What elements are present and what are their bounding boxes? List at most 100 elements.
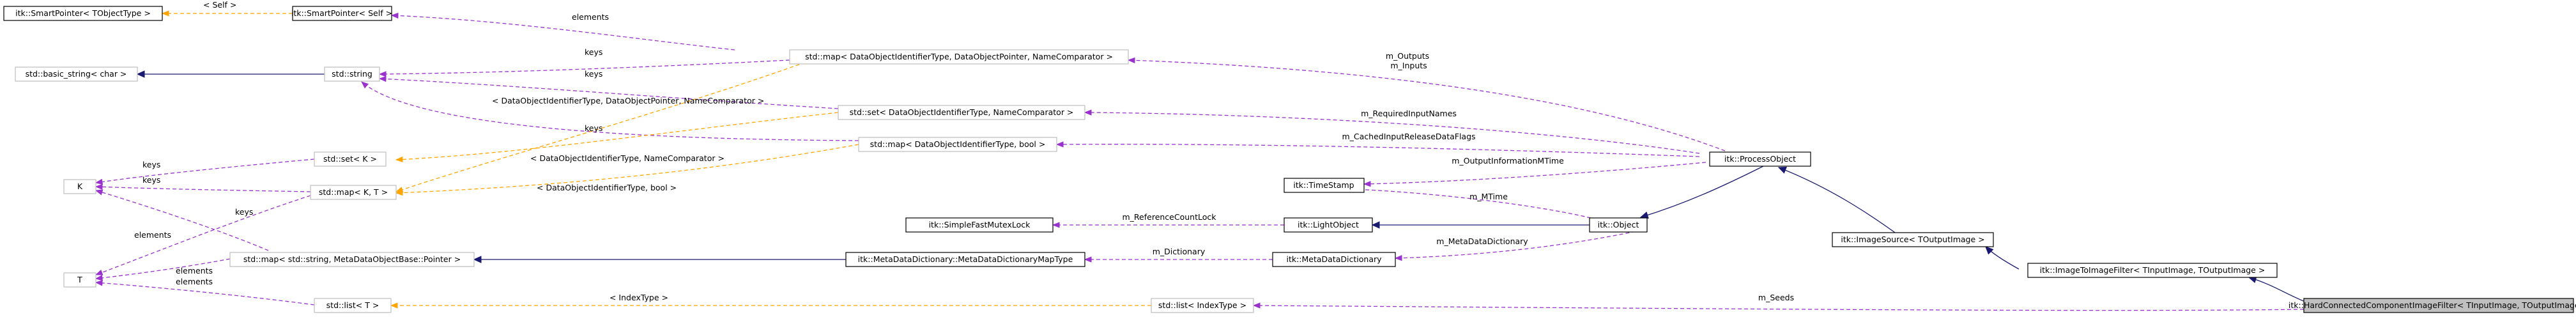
edge-seeds bbox=[1252, 302, 2304, 311]
node-smartpointer-tobjecttype[interactable]: itk::SmartPointer< TObjectType > bbox=[3, 6, 163, 21]
label-cached-input-release: m_CachedInputReleaseDataFlags bbox=[1342, 132, 1475, 141]
edge-mtime bbox=[1353, 186, 1591, 219]
svg-text:itk::HardConnectedComponentIma: itk::HardConnectedComponentImageFilter< … bbox=[2288, 300, 2576, 310]
svg-text:std::map< DataObjectIdentifier: std::map< DataObjectIdentifierType, bool… bbox=[870, 139, 1046, 149]
label-dictionary: m_Dictionary bbox=[1153, 247, 1206, 256]
edge-keys-map-kt bbox=[95, 183, 311, 192]
svg-text:std::set< DataObjectIdentifier: std::set< DataObjectIdentifierType, Name… bbox=[850, 107, 1074, 117]
label-keys-map-bool: keys bbox=[585, 123, 602, 133]
edge-elements-smartpointer bbox=[390, 12, 735, 50]
svg-text:std::basic_string< char >: std::basic_string< char > bbox=[26, 69, 127, 79]
label-keys-map-kt: keys bbox=[142, 175, 160, 185]
svg-text:std::list< IndexType >: std::list< IndexType > bbox=[1158, 300, 1246, 310]
label-elements-map-kt: elements bbox=[134, 230, 171, 240]
node-map-metadata[interactable]: std::map< std::string, MetaDataObjectBas… bbox=[229, 252, 475, 267]
svg-text:std::string: std::string bbox=[332, 69, 372, 79]
svg-text:itk::ImageToImageFilter< TInpu: itk::ImageToImageFilter< TInputImage, TO… bbox=[2040, 265, 2266, 275]
label-template-map-bool: < DataObjectIdentifierType, bool > bbox=[537, 183, 677, 192]
label-keys-set-dataobject: keys bbox=[585, 69, 602, 79]
edge-elements-map-kt bbox=[95, 195, 311, 275]
node-metadatadictionarymaptype[interactable]: itk::MetaDataDictionary::MetaDataDiction… bbox=[845, 252, 1085, 267]
edge-elements-list-t bbox=[95, 280, 315, 305]
label-inputs-line: m_Inputs bbox=[1390, 61, 1427, 70]
node-list-t[interactable]: std::list< T > bbox=[314, 298, 392, 313]
edge-labels: < Self > elements keys keys < DataObject… bbox=[134, 0, 1794, 302]
edge-keys-map-metadata bbox=[95, 189, 269, 251]
edges bbox=[95, 10, 2313, 311]
svg-text:std::map< std::string, MetaDat: std::map< std::string, MetaDataObjectBas… bbox=[243, 254, 461, 264]
label-keys-map-dataobject: keys bbox=[585, 47, 602, 57]
svg-text:itk::LightObject: itk::LightObject bbox=[1298, 220, 1359, 229]
label-template-indextype: < IndexType > bbox=[610, 293, 668, 302]
edge-keys-map-bool bbox=[361, 81, 859, 141]
svg-text:itk::Object: itk::Object bbox=[1598, 220, 1639, 229]
node-basic-string[interactable]: std::basic_string< char > bbox=[15, 66, 138, 82]
label-template-map-dataobject: < DataObjectIdentifierType, DataObjectPo… bbox=[492, 96, 764, 105]
label-required-input-names: m_RequiredInputNames bbox=[1361, 109, 1457, 118]
node-imagesource[interactable]: itk::ImageSource< TOutputImage > bbox=[1832, 232, 1994, 247]
svg-text:T: T bbox=[77, 275, 82, 284]
node-map-dataobject[interactable]: std::map< DataObjectIdentifierType, Data… bbox=[789, 49, 1129, 65]
nodes: itk::SmartPointer< TObjectType > itk::Sm… bbox=[3, 6, 2576, 313]
svg-text:itk::ProcessObject: itk::ProcessObject bbox=[1724, 154, 1796, 164]
node-std-string[interactable]: std::string bbox=[324, 66, 380, 82]
label-outputs-inputs: m_Outputs m_Inputs bbox=[1386, 51, 1432, 70]
node-timestamp[interactable]: itk::TimeStamp bbox=[1284, 178, 1365, 193]
node-object[interactable]: itk::Object bbox=[1589, 217, 1648, 233]
svg-text:itk::MetaDataDictionary: itk::MetaDataDictionary bbox=[1286, 254, 1382, 264]
node-imagetoimagefilter[interactable]: itk::ImageToImageFilter< TInputImage, TO… bbox=[2027, 263, 2278, 278]
node-metadatadictionary[interactable]: itk::MetaDataDictionary bbox=[1272, 252, 1396, 267]
edge-template-map-bool bbox=[395, 144, 859, 196]
edge-metadatadictionary-member bbox=[1394, 231, 1636, 261]
node-map-kt[interactable]: std::map< K, T > bbox=[310, 185, 397, 200]
svg-text:std::set< K >: std::set< K > bbox=[323, 154, 377, 164]
edge-keys-map-dataobject bbox=[378, 59, 790, 77]
edge-required-input-names bbox=[1084, 109, 1700, 154]
svg-text:itk::MetaDataDictionary::MetaD: itk::MetaDataDictionary::MetaDataDiction… bbox=[858, 254, 1073, 264]
svg-text:std::map< DataObjectIdentifier: std::map< DataObjectIdentifierType, Data… bbox=[805, 52, 1113, 61]
node-t[interactable]: T bbox=[63, 272, 96, 288]
node-set-k[interactable]: std::set< K > bbox=[314, 151, 387, 167]
node-smartpointer-self[interactable]: itk::SmartPointer< Self > bbox=[291, 6, 392, 21]
label-outputs-line: m_Outputs bbox=[1386, 51, 1429, 61]
node-hardconnected[interactable]: itk::HardConnectedComponentImageFilter< … bbox=[2288, 298, 2576, 313]
edge-imagesource-processobject bbox=[1777, 166, 1905, 240]
edge-cached-input-release bbox=[1055, 141, 1700, 157]
svg-text:itk::SimpleFastMutexLock: itk::SimpleFastMutexLock bbox=[929, 220, 1031, 229]
label-seeds: m_Seeds bbox=[1758, 293, 1794, 302]
node-processobject[interactable]: itk::ProcessObject bbox=[1709, 151, 1811, 167]
svg-text:itk::TimeStamp: itk::TimeStamp bbox=[1293, 180, 1354, 190]
label-keys-set-k: keys bbox=[142, 160, 160, 169]
edge-template-map-dataobject bbox=[395, 59, 812, 193]
svg-text:std::map< K, T >: std::map< K, T > bbox=[319, 187, 388, 197]
svg-text:itk::SmartPointer< Self >: itk::SmartPointer< Self > bbox=[291, 8, 392, 18]
svg-text:itk::ImageSource< TOutputImage: itk::ImageSource< TOutputImage > bbox=[1841, 235, 1984, 244]
node-lightobject[interactable]: itk::LightObject bbox=[1284, 217, 1373, 233]
label-reference-count-lock: m_ReferenceCountLock bbox=[1123, 212, 1217, 222]
edge-output-information-mtime bbox=[1363, 162, 1706, 187]
node-list-indextype[interactable]: std::list< IndexType > bbox=[1151, 298, 1254, 313]
node-set-dataobject[interactable]: std::set< DataObjectIdentifierType, Name… bbox=[838, 105, 1085, 120]
label-elements-map-metadata: elements bbox=[176, 266, 213, 275]
svg-text:itk::SmartPointer< TObjectType: itk::SmartPointer< TObjectType > bbox=[15, 8, 151, 18]
edge-keys-set-k bbox=[95, 158, 315, 185]
label-elements-list-t: elements bbox=[176, 277, 213, 286]
label-elements-smartpointer: elements bbox=[572, 12, 609, 22]
edge-keys-set-dataobject bbox=[378, 75, 839, 109]
edge-processobject-object bbox=[1639, 166, 1764, 219]
svg-text:K: K bbox=[77, 182, 83, 191]
label-mtime: m_MTime bbox=[1469, 192, 1508, 201]
edge-imagetoimagefilter-imagesource bbox=[1985, 246, 2020, 270]
edge-outputs-inputs bbox=[1127, 57, 1726, 151]
node-k[interactable]: K bbox=[63, 179, 96, 194]
node-simplefastmutexlock[interactable]: itk::SimpleFastMutexLock bbox=[905, 217, 1054, 233]
label-template-set-dataobject: < DataObjectIdentifierType, NameComparat… bbox=[530, 153, 724, 163]
label-output-information-mtime: m_OutputInformationMTime bbox=[1452, 156, 1564, 166]
svg-text:std::list< T >: std::list< T > bbox=[326, 300, 379, 310]
label-keys-map-metadata: keys bbox=[235, 207, 253, 217]
edge-template-set-dataobject bbox=[395, 112, 839, 163]
label-self: < Self > bbox=[203, 0, 236, 10]
label-metadatadictionary-member: m_MetaDataDictionary bbox=[1436, 236, 1528, 246]
node-map-bool[interactable]: std::map< DataObjectIdentifierType, bool… bbox=[858, 137, 1057, 152]
